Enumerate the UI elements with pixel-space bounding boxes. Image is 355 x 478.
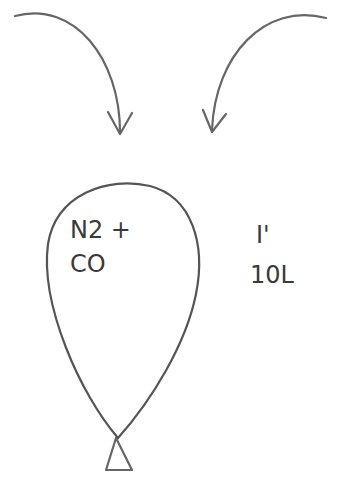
curved-arrow <box>15 13 120 132</box>
balloon: N2 + CO <box>40 172 205 440</box>
balloon-path <box>47 183 199 438</box>
curved-arrow <box>212 15 326 130</box>
volume-label: 10L <box>250 262 294 288</box>
balloon-outline <box>40 172 205 440</box>
state-label: I' <box>256 222 270 248</box>
arrow-head <box>108 112 132 134</box>
balloon-knot <box>106 438 132 470</box>
arrow-head <box>203 110 226 132</box>
gas-formula: N2 + CO <box>70 214 142 281</box>
